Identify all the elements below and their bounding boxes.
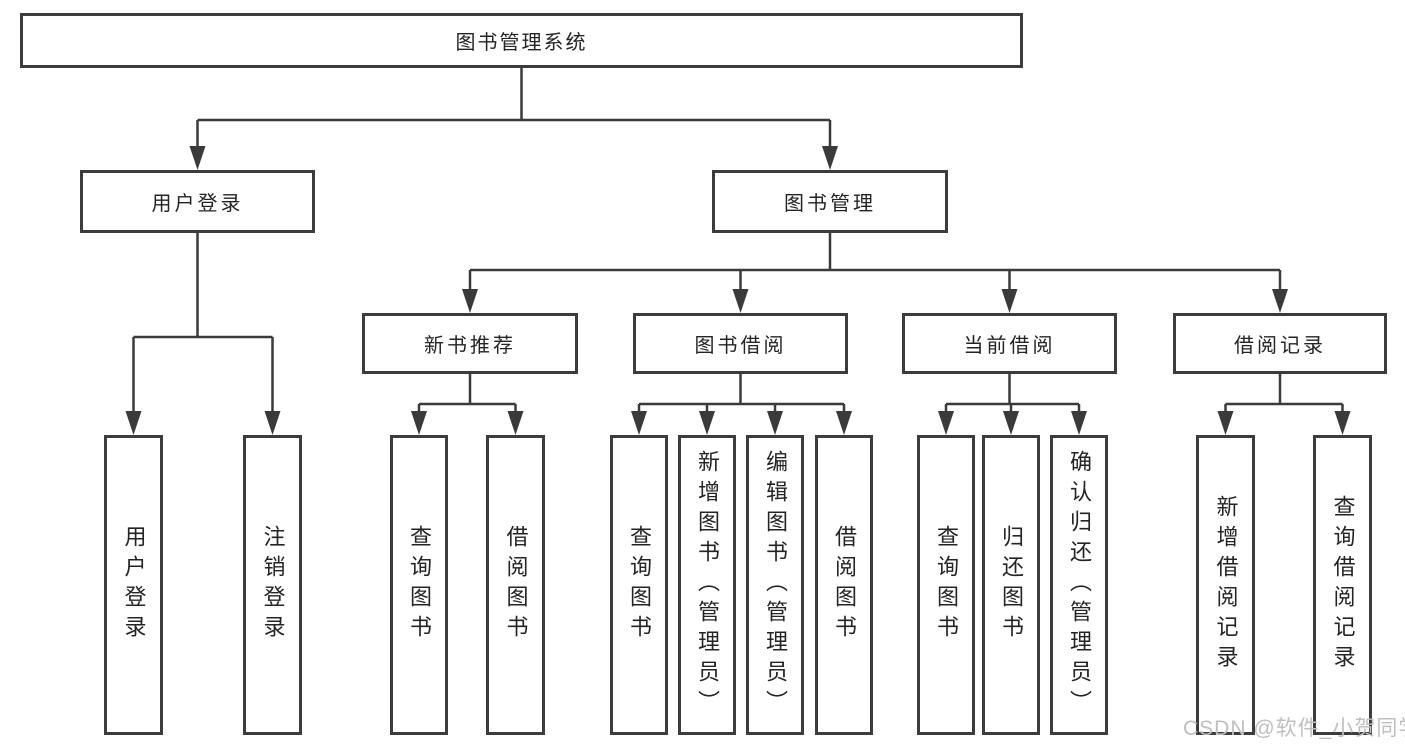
node-label: 借阅图书 [503,525,529,645]
arrow-icon [1217,411,1234,435]
arrow-icon [1003,411,1019,435]
connector-login-to-leaves [132,233,274,412]
node-label: 图书管理 [784,193,876,215]
arrow-icon [1071,411,1087,435]
leaf-current-query-books: 查询图书 [917,435,975,735]
leaf-current-confirm-return-admin: 确认归还（管理员） [1050,435,1108,735]
node-label: 编辑图书（管理员） [763,450,788,720]
arrow-icon [462,289,478,313]
arrow-icon [631,411,647,435]
leaf-current-return-books: 归还图书 [982,435,1040,735]
node-label: 新增借阅记录 [1213,495,1239,675]
node-label: 查询图书 [407,525,432,645]
node-library-management-system: 图书管理系统 [20,13,1023,68]
node-label: 归还图书 [999,525,1024,645]
node-new-book-recommend: 新书推荐 [362,313,578,374]
connector-borrow-to-leaves [637,374,846,412]
arrow-icon [1001,289,1018,313]
arrow-icon [699,411,715,435]
node-label: 确认归还（管理员） [1067,450,1092,720]
connector-root-to-level2 [196,68,832,147]
node-user-login: 用户登录 [80,170,315,233]
leaf-borrow-edit-books-admin: 编辑图书（管理员） [746,435,804,735]
connector-records-to-leaves [1224,374,1344,412]
leaf-user-login: 用户登录 [104,435,163,735]
arrow-icon [938,411,954,435]
node-book-management: 图书管理 [712,170,948,233]
arrow-icon [1334,411,1351,435]
arrow-icon [125,411,142,435]
arrow-icon [822,146,838,170]
node-label: 借阅图书 [832,525,857,645]
leaf-borrow-query-books: 查询图书 [610,435,668,735]
arrow-icon [507,411,524,435]
node-label: 当前借阅 [963,335,1056,357]
connector-recommend-to-leaves [417,374,517,412]
node-label: 用户登录 [151,193,244,215]
node-label: 注销登录 [260,525,286,645]
node-current-borrow: 当前借阅 [902,313,1117,374]
arrow-icon [732,289,749,313]
leaf-records-add-record: 新增借阅记录 [1196,435,1255,735]
arrow-icon [264,411,281,435]
node-label: 图书管理系统 [455,32,588,54]
node-label: 图书借阅 [694,335,787,357]
node-borrow-records: 借阅记录 [1173,313,1387,374]
arrow-icon [836,411,852,435]
arrow-icon [411,411,427,435]
connector-manage-to-level3 [468,233,1282,290]
connector-current-to-leaves [944,374,1081,412]
leaf-logout: 注销登录 [243,435,302,735]
leaf-recommend-borrow-books: 借阅图书 [486,435,545,735]
leaf-borrow-borrow-books: 借阅图书 [815,435,873,735]
node-label: 查询图书 [627,525,652,645]
leaf-records-query-record: 查询借阅记录 [1313,435,1372,735]
csdn-watermark: CSDN @软件_小贺同学 [1183,717,1405,740]
node-label: 新书推荐 [424,335,516,357]
arrow-icon [767,411,783,435]
arrow-icon [1272,289,1288,313]
node-label: 用户登录 [121,525,147,645]
leaf-borrow-add-books-admin: 新增图书（管理员） [678,435,736,735]
node-label: 查询图书 [934,525,959,645]
node-label: 查询借阅记录 [1330,495,1356,675]
arrow-icon [189,146,206,170]
leaf-recommend-query-books: 查询图书 [390,435,448,735]
node-label: 借阅记录 [1234,335,1326,357]
node-label: 新增图书（管理员） [695,450,720,720]
node-book-borrow: 图书借阅 [633,313,848,374]
